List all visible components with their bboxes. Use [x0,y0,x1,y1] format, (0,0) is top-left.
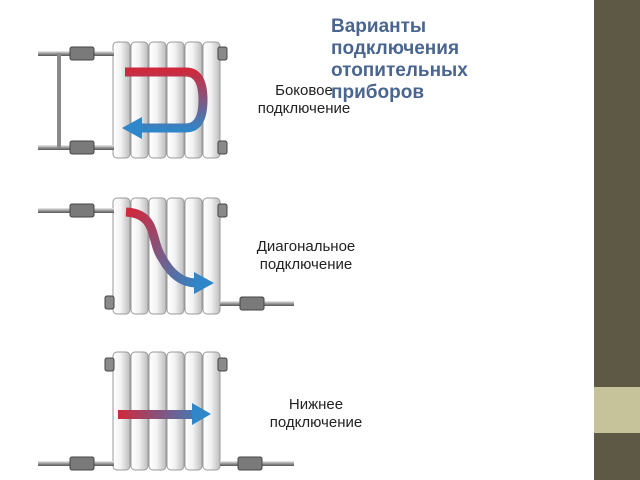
supply-pipe [38,456,114,471]
flow-arrow-diagonal [125,207,214,294]
supply-pipe [38,46,228,61]
decorative-side-block [594,387,640,433]
flow-arrow-side [122,67,208,139]
caption-side: Боковое подключение [257,82,351,117]
caps [104,357,228,372]
bypass-pipe [57,53,61,148]
radiator-side [38,41,228,159]
flow-arrow-bottom [118,403,211,425]
radiator-diagonal [38,197,294,315]
radiator-bottom [38,351,294,471]
caption-bottom: Нижнее подключение [269,396,363,431]
supply-pipe [38,203,228,310]
return-pipe [38,140,228,155]
slide-title: Варианты подключения отопительных прибор… [331,16,468,103]
connection-diagram [38,41,294,471]
return-pipe [220,296,294,311]
return-pipe [220,456,294,471]
caption-diagonal: Диагональное подключение [256,238,356,273]
